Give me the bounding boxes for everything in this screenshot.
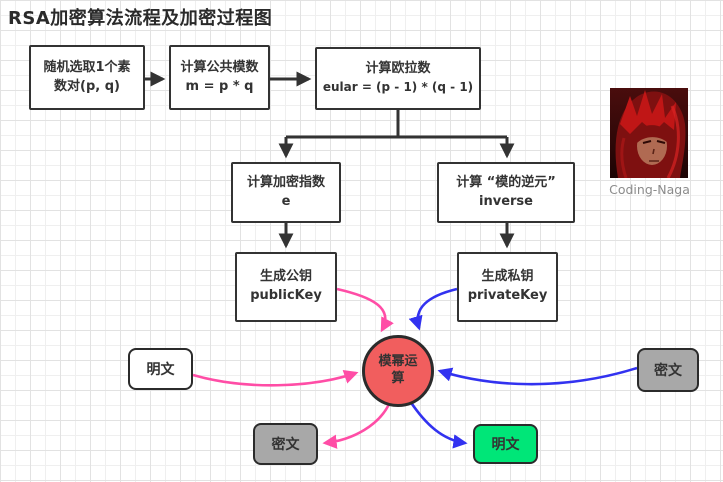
node-euler-line2: eular = (p - 1) * (q - 1): [322, 80, 474, 95]
node-plaintext-output: 明文: [473, 424, 538, 464]
avatar-caption: Coding-Naga: [609, 182, 690, 197]
node-public-key-line2: publicKey: [250, 288, 322, 303]
node-mod-exp-line1: 模幂运: [378, 354, 418, 370]
curve-modexp-to-plaintext: [408, 400, 468, 449]
node-select-primes: 随机选取1个素 数对(p, q): [29, 45, 145, 110]
node-mod-inverse-line2: inverse: [479, 193, 533, 209]
node-modulus: 计算公共模数 m = p * q: [169, 45, 270, 110]
node-mod-exp-circle: 模幂运 算: [362, 335, 434, 407]
curve-privatekey-to-modexp: [408, 287, 458, 331]
node-modulus-line1: 计算公共模数: [180, 59, 259, 75]
page-title: RSA加密算法流程及加密过程图: [8, 8, 273, 29]
node-select-primes-line2: 数对(p, q): [54, 78, 120, 94]
node-ciphertext-output: 密文: [253, 423, 318, 465]
curve-plaintext-to-modexp: [192, 370, 359, 387]
node-private-key: 生成私钥 privateKey: [457, 252, 558, 322]
node-private-key-line1: 生成私钥: [481, 269, 534, 285]
avatar-image: [610, 88, 688, 178]
node-mod-inverse-line1: 计算 “模的逆元”: [456, 174, 556, 190]
branch-line-step3: [286, 110, 507, 139]
node-select-primes-line1: 随机选取1个素: [43, 59, 131, 75]
node-mod-inverse: 计算 “模的逆元” inverse: [437, 162, 575, 223]
node-euler-line1: 计算欧拉数: [365, 61, 431, 77]
node-mod-exp-line2: 算: [391, 371, 405, 386]
node-plaintext-input: 明文: [128, 348, 193, 390]
node-public-key-line1: 生成公钥: [259, 269, 312, 285]
node-euler: 计算欧拉数 eular = (p - 1) * (q - 1): [315, 47, 481, 110]
node-private-key-line2: privateKey: [467, 288, 548, 303]
node-ciphertext-input: 密文: [637, 348, 699, 392]
node-encrypt-exponent-line1: 计算加密指数: [246, 174, 325, 190]
node-encrypt-exponent-line2: e: [281, 193, 291, 209]
curve-publickey-to-modexp: [336, 287, 394, 333]
node-modulus-line2: m = p * q: [185, 78, 254, 94]
node-encrypt-exponent: 计算加密指数 e: [231, 162, 341, 223]
curve-modexp-to-ciphertext: [322, 401, 392, 449]
node-public-key: 生成公钥 publicKey: [235, 252, 337, 322]
curve-ciphertext-to-modexp: [437, 366, 638, 386]
